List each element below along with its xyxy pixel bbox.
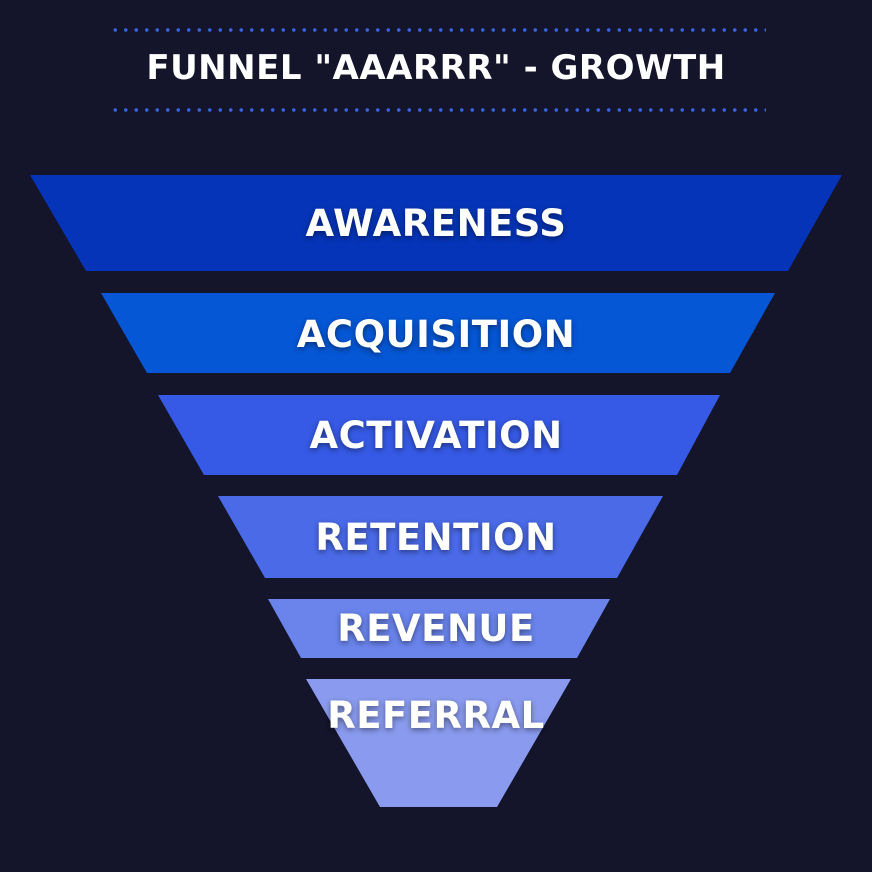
stage-awareness-label: AWARENESS [305,202,567,245]
stage-activation-shape [158,395,720,475]
stage-awareness-shape [30,175,842,271]
bottom-dotted-divider [110,108,766,112]
stage-acquisition-shape [101,293,775,373]
stage-retention-label: RETENTION [315,516,557,559]
stage-acquisition-label: ACQUISITION [296,313,576,356]
stage-activation-label: ACTIVATION [309,414,563,457]
stage-referral-shape [306,679,571,807]
top-dotted-divider [110,28,766,32]
stage-revenue-shape [268,599,610,658]
stage-revenue-label: REVENUE [337,607,535,650]
stage-retention-shape [218,496,663,578]
stage-referral-label: REFERRAL [327,694,545,737]
funnel-title: FUNNEL "AAARRR" - GROWTH [146,48,726,88]
